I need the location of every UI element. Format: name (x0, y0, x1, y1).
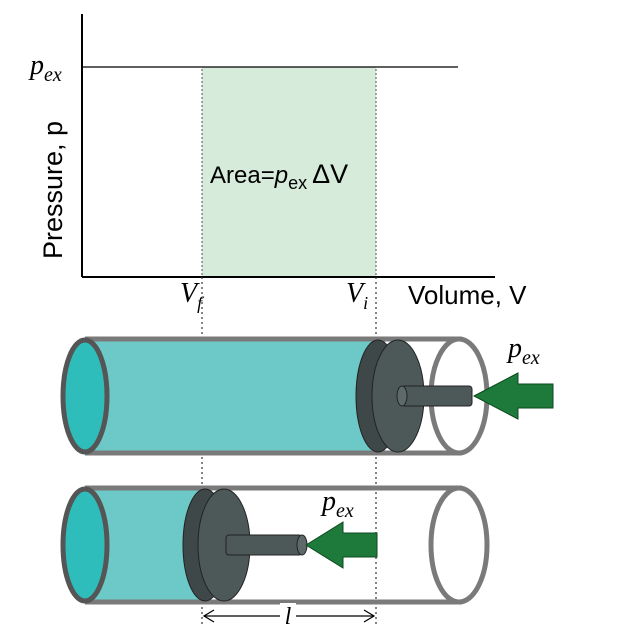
x-axis-label: Volume, V (408, 280, 527, 310)
piston-rod-final (225, 534, 303, 556)
distance-arrowhead-left (202, 609, 215, 623)
gas-body-initial (85, 339, 385, 453)
cylinder-final: pex (60, 485, 490, 605)
distance-label: l (285, 604, 292, 630)
cylinder-initial: pex (60, 333, 554, 456)
distance-label-bg (280, 603, 296, 627)
y-axis-label: Pressure, p (38, 121, 68, 259)
cylinder-left-cap-final (60, 486, 110, 604)
pressure-level-label: pex (28, 50, 62, 86)
force-arrow-final (305, 521, 378, 569)
vi-label: Vi (346, 278, 368, 313)
distance-arrowhead-right (363, 609, 376, 623)
force-label-initial: pex (506, 333, 540, 369)
piston-rod-initial (401, 385, 473, 407)
cylinder-left-cap (60, 337, 110, 455)
piston-rod-tip-initial (396, 385, 408, 407)
cylinder-open-end-final (428, 485, 490, 605)
vf-label: Vf (180, 278, 205, 313)
distance-marker: l (202, 603, 376, 630)
work-area-region (201, 66, 377, 278)
force-arrow-initial (472, 372, 554, 420)
force-label-final: pex (320, 486, 354, 522)
